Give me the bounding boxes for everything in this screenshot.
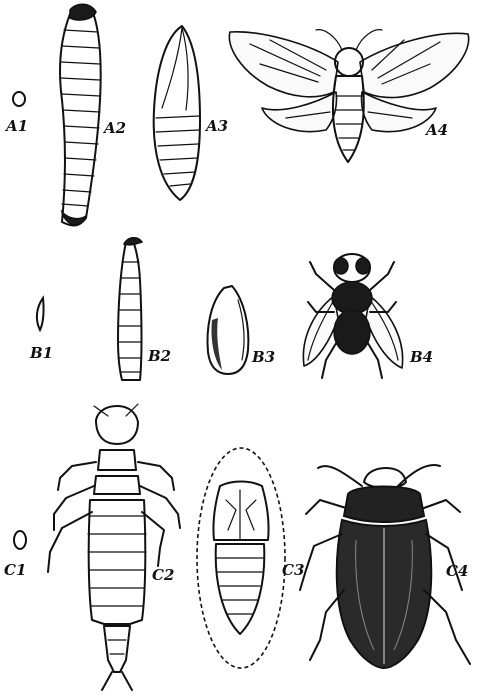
label-b4: B4 — [409, 348, 433, 366]
b4-fly — [303, 254, 402, 378]
b2-maggot — [118, 238, 142, 380]
label-c1: C1 — [4, 561, 26, 579]
label-b1: B1 — [29, 344, 53, 362]
c3-pupa — [197, 448, 285, 668]
label-c4: C4 — [446, 562, 468, 580]
label-a2: A2 — [102, 119, 126, 137]
label-c2: C2 — [152, 566, 174, 584]
label-a3: A3 — [204, 117, 228, 135]
row-b: B1 B2 B3 B4 — [29, 238, 433, 380]
a1-egg — [13, 92, 25, 106]
row-c: C1 C2 C3 — [4, 404, 470, 690]
c1-egg — [14, 531, 26, 549]
row-a: A1 A2 A3 A4 — [4, 4, 469, 225]
label-b3: B3 — [251, 348, 275, 366]
a4-moth — [229, 30, 468, 162]
b3-puparium — [208, 286, 249, 374]
label-c3: C3 — [282, 561, 304, 579]
c2-larva — [48, 404, 180, 690]
label-a1: A1 — [4, 117, 28, 135]
label-b2: B2 — [147, 347, 171, 365]
a3-pupa — [154, 26, 200, 200]
a2-caterpillar — [60, 4, 101, 225]
label-a4: A4 — [424, 121, 448, 139]
b1-egg — [37, 298, 44, 330]
c4-beetle — [300, 465, 470, 668]
